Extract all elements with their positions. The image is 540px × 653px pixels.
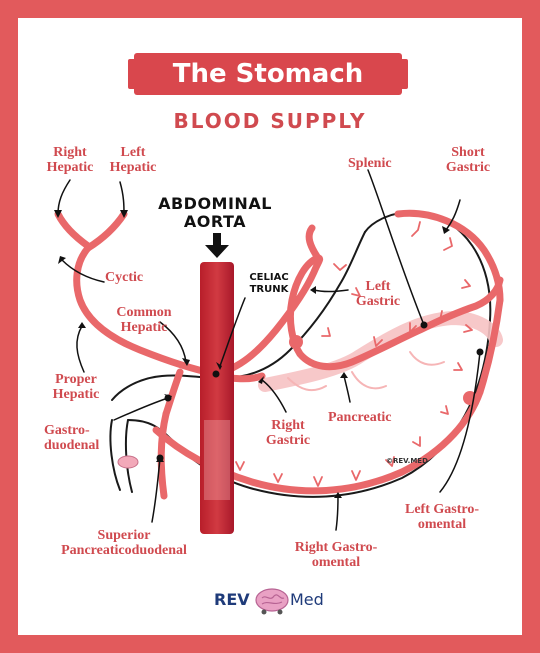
label-gastroduodenal-line1: Gastro-: [44, 423, 90, 438]
left-hepatic-artery: [84, 210, 128, 252]
pointer-arrowheads: [54, 210, 450, 498]
label-gastroduodenal: Gastro- duodenal: [44, 423, 99, 453]
label-right-hepatic-line1: Right: [53, 145, 87, 160]
pancreas: [258, 310, 503, 392]
arcade-branches: [235, 221, 473, 487]
label-lgo-line2: omental: [417, 517, 467, 532]
label-short-gastric-line1: Short: [451, 145, 485, 160]
pancreatic-branches: [287, 351, 445, 392]
page-subtitle: BLOOD SUPPLY: [173, 109, 367, 133]
proper-hepatic-artery: [162, 368, 184, 418]
label-cystic: Cyctic: [105, 270, 144, 285]
label-right-gastric: Right Gastric: [256, 418, 320, 448]
duodenum-icon: [117, 455, 139, 469]
abdominal-aorta-label: ABDOMINAL AORTA: [150, 195, 280, 231]
gastroduodenal-artery: [157, 410, 170, 500]
aorta-label-line1: ABDOMINAL: [158, 194, 272, 213]
abdominal-aorta: [200, 262, 234, 534]
label-right-gastric-line2: Gastric: [265, 433, 311, 448]
celiac-label-line1: CELIAC: [249, 272, 289, 283]
label-left-hepatic-line2: Hepatic: [109, 160, 157, 175]
label-right-gastric-line1: Right: [271, 418, 305, 433]
label-short-gastric: Short Gastric: [436, 145, 500, 175]
arteries: [54, 209, 504, 500]
aorta-label-line2: AORTA: [183, 212, 247, 231]
copyright-text: ©REV.MED: [386, 457, 428, 465]
brand-rev-text: REV: [214, 590, 250, 609]
label-short-gastric-line2: Gastric: [445, 160, 491, 175]
label-common-hepatic: Common Hepatic: [112, 305, 176, 335]
label-spd-line2: Pancreaticoduodenal: [61, 543, 187, 558]
label-lgo-line1: Left Gastro-: [405, 502, 479, 517]
label-proper-hepatic-line1: Proper: [55, 372, 97, 387]
label-superior-pancreaticoduodenal: Superior Pancreaticoduodenal: [44, 528, 204, 558]
label-right-hepatic-line2: Hepatic: [46, 160, 94, 175]
label-rgo-line2: omental: [311, 555, 361, 570]
label-left-gastric-line1: Left: [365, 279, 391, 294]
label-left-hepatic: Left Hepatic: [104, 145, 162, 175]
label-right-hepatic: Right Hepatic: [40, 145, 100, 175]
brand-logo: REV Med: [214, 586, 354, 616]
label-rgo-line1: Right Gastro-: [294, 540, 378, 555]
title-banner: [128, 53, 408, 95]
aorta-highlight: [204, 420, 230, 500]
short-gastric-artery: [394, 209, 504, 304]
label-pancreatic: Pancreatic: [328, 410, 392, 425]
label-splenic: Splenic: [348, 156, 392, 171]
celiac-trunk-label: CELIAC TRUNK: [234, 272, 304, 296]
label-gastroduodenal-line2: duodenal: [44, 438, 100, 453]
brand-med-text: Med: [290, 590, 324, 609]
label-right-gastroomental: Right Gastro- omental: [284, 540, 388, 570]
left-gastroomental-artery: [476, 296, 504, 396]
label-proper-hepatic-line2: Hepatic: [52, 387, 100, 402]
right-hepatic-artery: [54, 210, 92, 250]
hepatic-artery-to-common: [73, 244, 220, 378]
label-spd-line1: Superior: [97, 528, 151, 543]
brain-icon: [255, 588, 289, 615]
label-left-gastroomental: Left Gastro- omental: [394, 502, 490, 532]
left-gastric-artery: [305, 224, 322, 262]
label-common-hepatic-line2: Hepatic: [120, 320, 168, 335]
label-left-hepatic-line1: Left: [120, 145, 146, 160]
label-common-hepatic-line1: Common: [116, 305, 172, 320]
right-gastroomental-artery: [152, 388, 484, 495]
aorta-arrow-icon: [205, 233, 229, 258]
label-left-gastric-line2: Gastric: [355, 294, 401, 309]
pointer-arrows: [57, 169, 481, 531]
label-proper-hepatic: Proper Hepatic: [44, 372, 108, 402]
celiac-label-line2: TRUNK: [249, 284, 289, 295]
label-left-gastric: Left Gastric: [346, 279, 410, 309]
page-title: The Stomach: [172, 59, 364, 89]
